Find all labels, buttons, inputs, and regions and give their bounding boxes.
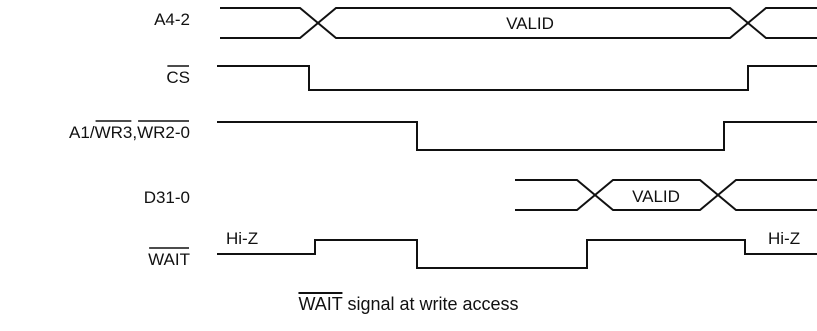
waveform-a1-wr — [217, 121, 817, 151]
waveform-d31-0: VALID — [515, 179, 817, 211]
signal-label-d31-0: D31-0 — [144, 188, 190, 207]
wait-hiz-left: Hi-Z — [226, 229, 258, 248]
waveform-cs — [217, 65, 817, 91]
signal-label-a4-2: A4-2 — [154, 10, 190, 29]
wait-hiz-right: Hi-Z — [768, 229, 800, 248]
waveform-a4-2: VALID — [220, 7, 817, 39]
signal-label-a1-wr: A1/WR3,WR2-0 — [69, 120, 190, 142]
signal-label-wait: WAIT — [148, 247, 190, 269]
label-part-a1: A1/ — [69, 123, 95, 142]
figure-caption: WAIT signal at write access — [0, 294, 817, 315]
waveform-wait: Hi-Z Hi-Z — [217, 229, 817, 269]
caption-signal-name: WAIT — [298, 294, 343, 314]
a4-2-valid-label: VALID — [506, 14, 554, 33]
svg-text:WAIT: WAIT — [148, 250, 190, 269]
signal-label-cs: CS — [166, 65, 190, 87]
svg-text:A1/WR3,WR2-0: A1/WR3,WR2-0 — [69, 123, 190, 142]
label-part-wr3: WR3 — [95, 123, 133, 142]
caption-text: signal at write access — [342, 294, 519, 314]
label-part-comma: , — [132, 123, 137, 142]
svg-text:CS: CS — [166, 68, 190, 87]
d31-0-valid-label: VALID — [632, 187, 680, 206]
label-part-wr2-0: WR2-0 — [137, 123, 190, 142]
